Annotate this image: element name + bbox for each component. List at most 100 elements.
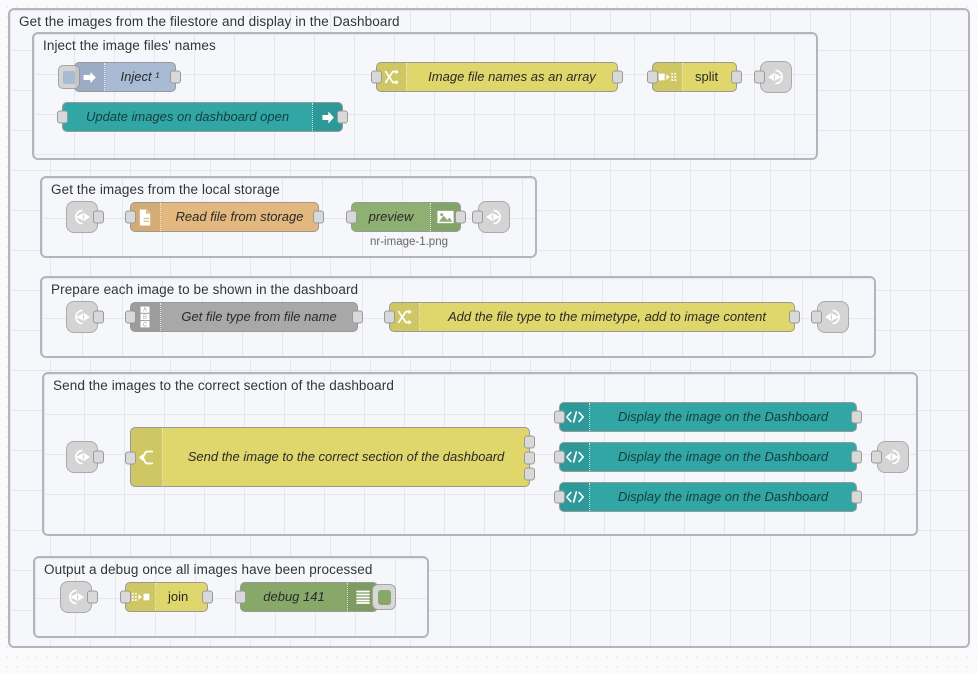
group-prepare-image-label: Prepare each image to be shown in the da… xyxy=(51,282,359,297)
link-in-node-3[interactable] xyxy=(66,301,104,333)
link-out-node-1[interactable] xyxy=(754,61,792,93)
node-preview-input-port[interactable] xyxy=(346,210,357,224)
node-read-file[interactable]: Read file from storage xyxy=(125,202,324,232)
node-join[interactable]: join xyxy=(120,582,213,612)
node-add-mimetype-input-port[interactable] xyxy=(384,310,395,324)
node-send-to-section-label: Send the image to the correct section of… xyxy=(187,449,505,464)
node-join-label: join xyxy=(168,589,189,604)
split-icon xyxy=(653,63,683,91)
node-display-image-3[interactable]: Display the image on the Dashboard xyxy=(554,482,862,512)
node-add-mimetype-label: Add the file type to the mimetype, add t… xyxy=(448,309,766,324)
node-read-file-output-port[interactable] xyxy=(313,210,324,224)
node-display-image-1[interactable]: Display the image on the Dashboard xyxy=(554,402,862,432)
group-inject[interactable]: Inject the image files' names xyxy=(32,32,818,160)
group-inject-label: Inject the image files' names xyxy=(43,38,216,53)
inject-trigger-button[interactable] xyxy=(58,65,80,89)
node-join-input-port[interactable] xyxy=(120,590,131,604)
code-tags-icon xyxy=(560,403,590,431)
debug-toggle-button[interactable] xyxy=(372,584,396,610)
inject-button-swatch xyxy=(63,70,75,84)
link-out-node-2-input-port[interactable] xyxy=(472,210,483,224)
arrow-right-icon-svg xyxy=(322,111,334,123)
node-send-to-section-output-port-2[interactable] xyxy=(524,451,535,465)
node-get-file-type-output-port[interactable] xyxy=(352,310,363,324)
node-add-mimetype-output-port[interactable] xyxy=(789,310,800,324)
node-display-image-1-output-port[interactable] xyxy=(851,410,862,424)
node-send-to-section[interactable]: Send the image to the correct section of… xyxy=(125,427,535,487)
link-in-node-3-output-port[interactable] xyxy=(93,310,104,324)
function-shuffle-icon-svg xyxy=(397,309,412,325)
node-split-output-port[interactable] xyxy=(731,70,742,84)
link-in-node-5[interactable] xyxy=(60,581,98,613)
node-inject-label: Inject ¹ xyxy=(120,69,160,84)
code-tags-icon-svg xyxy=(565,491,584,503)
node-get-file-type-label: Get file type from file name xyxy=(181,309,337,324)
node-preview-output-port[interactable] xyxy=(455,210,466,224)
link-in-icon xyxy=(69,589,84,605)
node-join-output-port[interactable] xyxy=(202,590,213,604)
link-out-node-2[interactable] xyxy=(472,201,510,233)
node-display-image-2[interactable]: Display the image on the Dashboard xyxy=(554,442,862,472)
link-out-icon xyxy=(885,449,900,465)
link-out-icon xyxy=(486,209,501,225)
svg-text:C: C xyxy=(143,322,148,328)
link-in-node-2-output-port[interactable] xyxy=(93,210,104,224)
node-image-file-names-input-port[interactable] xyxy=(371,70,382,84)
debug-lines-icon-svg xyxy=(355,590,370,604)
node-dashboard-open-output-port[interactable] xyxy=(337,110,348,124)
link-in-node-5-output-port[interactable] xyxy=(87,590,98,604)
node-debug-label: debug 141 xyxy=(263,589,325,604)
node-image-file-names[interactable]: Image file names as an array xyxy=(371,62,623,92)
node-debug[interactable]: debug 141 xyxy=(235,582,396,612)
link-out-node-3-input-port[interactable] xyxy=(811,310,822,324)
node-get-file-type-input-port[interactable] xyxy=(125,310,136,324)
link-out-icon xyxy=(768,69,783,85)
link-out-node-4-input-port[interactable] xyxy=(871,450,882,464)
node-split[interactable]: split xyxy=(647,62,742,92)
node-debug-input-port[interactable] xyxy=(235,590,246,604)
node-display-image-3-input-port[interactable] xyxy=(554,490,565,504)
svg-text:A: A xyxy=(143,308,147,314)
image-icon-svg xyxy=(437,210,454,224)
link-out-node-1-input-port[interactable] xyxy=(754,70,765,84)
debug-button-swatch xyxy=(377,589,391,605)
arrow-right-icon xyxy=(312,103,342,131)
file-read-icon xyxy=(131,203,161,231)
link-in-icon xyxy=(75,209,90,225)
node-display-image-1-input-port[interactable] xyxy=(554,410,565,424)
link-out-icon xyxy=(825,309,840,325)
code-tags-icon-svg xyxy=(565,451,584,463)
node-send-to-section-input-port[interactable] xyxy=(125,451,136,465)
group-outer-label: Get the images from the filestore and di… xyxy=(19,14,400,29)
node-image-file-names-output-port[interactable] xyxy=(612,70,623,84)
node-display-image-2-input-port[interactable] xyxy=(554,450,565,464)
node-read-file-label: Read file from storage xyxy=(175,209,304,224)
node-inject-output-port[interactable] xyxy=(170,70,181,84)
node-get-file-type[interactable]: A B C Get file type from file name xyxy=(125,302,363,332)
node-inject[interactable]: Inject ¹ xyxy=(58,62,181,92)
node-split-input-port[interactable] xyxy=(647,70,658,84)
node-send-to-section-output-port-1[interactable] xyxy=(524,435,535,449)
abc-change-icon-svg: A B C xyxy=(140,306,150,328)
function-shuffle-icon xyxy=(377,63,407,91)
link-in-node-4[interactable] xyxy=(66,441,104,473)
node-display-image-3-output-port[interactable] xyxy=(851,490,862,504)
node-display-image-2-output-port[interactable] xyxy=(851,450,862,464)
link-in-node-4-output-port[interactable] xyxy=(93,450,104,464)
node-preview-label: preview xyxy=(368,209,414,224)
node-dashboard-open[interactable]: Update images on dashboard open xyxy=(57,102,348,132)
node-dashboard-open-input-port[interactable] xyxy=(57,110,68,124)
code-tags-icon xyxy=(560,483,590,511)
link-out-node-3[interactable] xyxy=(811,301,849,333)
node-add-mimetype[interactable]: Add the file type to the mimetype, add t… xyxy=(384,302,800,332)
link-out-node-4[interactable] xyxy=(871,441,909,473)
node-read-file-input-port[interactable] xyxy=(125,210,136,224)
node-display-image-3-label: Display the image on the Dashboard xyxy=(617,489,829,504)
node-send-to-section-output-port-3[interactable] xyxy=(524,467,535,481)
code-tags-icon-svg xyxy=(565,411,584,423)
code-tags-icon xyxy=(560,443,590,471)
node-preview[interactable]: preview nr-image-1.png xyxy=(346,202,466,248)
link-in-node-2[interactable] xyxy=(66,201,104,233)
split-icon-svg xyxy=(658,72,676,81)
